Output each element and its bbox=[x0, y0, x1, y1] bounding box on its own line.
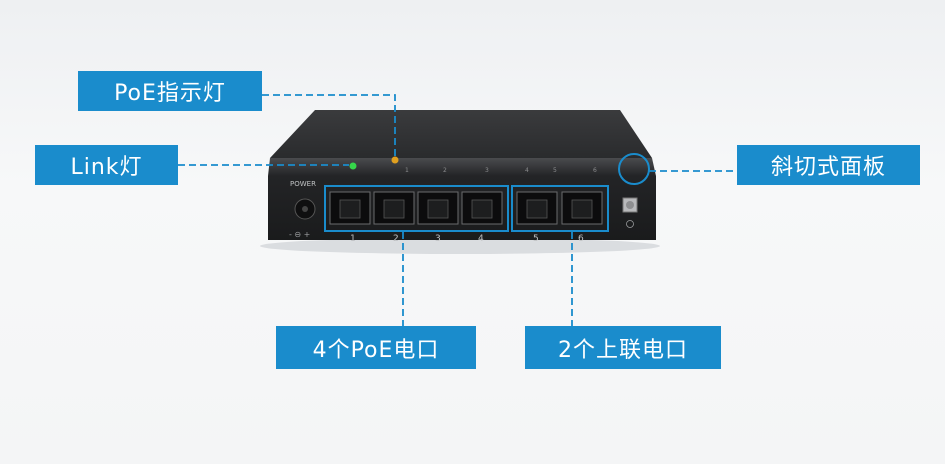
bevel-strip bbox=[268, 158, 656, 176]
power-label: POWER bbox=[290, 180, 316, 188]
callout-poe-ports: 4个PoE电口 bbox=[276, 326, 476, 369]
rj45-port-1[interactable] bbox=[329, 191, 371, 225]
uplink-ports bbox=[516, 191, 603, 225]
power-jack-pin bbox=[302, 206, 308, 212]
led-number-row: 1 2 3 4 5 6 bbox=[405, 167, 597, 174]
callout-uplink-ports: 2个上联电口 bbox=[525, 326, 721, 369]
poe-ports bbox=[329, 191, 503, 225]
port-number: 3 bbox=[435, 234, 441, 244]
led-number: 6 bbox=[593, 167, 597, 174]
bevel-highlight-circle bbox=[618, 153, 650, 185]
port-number: 1 bbox=[350, 234, 356, 244]
guide-poe-led bbox=[262, 94, 396, 156]
rj45-port-4[interactable] bbox=[461, 191, 503, 225]
port-number-row: 1 2 3 4 5 6 bbox=[350, 234, 584, 244]
port-number: 5 bbox=[533, 234, 539, 244]
power-polarity-icon: - ⊖ + bbox=[289, 230, 310, 239]
rj45-port-3[interactable] bbox=[417, 191, 459, 225]
rj45-port-6[interactable] bbox=[561, 191, 603, 225]
callout-poe-led: PoE指示灯 bbox=[78, 71, 262, 111]
callout-guide-lines bbox=[178, 94, 737, 326]
ground-icon bbox=[626, 220, 634, 228]
led-number: 3 bbox=[485, 167, 489, 174]
link-led bbox=[349, 162, 357, 170]
rj45-port-5[interactable] bbox=[516, 191, 558, 225]
rj45-port-2[interactable] bbox=[373, 191, 415, 225]
port-number: 2 bbox=[393, 234, 399, 244]
poe-led bbox=[391, 156, 399, 164]
callout-link-led: Link灯 bbox=[35, 145, 178, 185]
uplink-port-group-frame bbox=[511, 185, 609, 232]
poe-port-group-frame bbox=[324, 185, 509, 232]
led-number: 4 bbox=[525, 167, 529, 174]
callout-bevel-panel: 斜切式面板 bbox=[737, 145, 920, 185]
led-number: 1 bbox=[405, 167, 409, 174]
ground-screw-head bbox=[626, 201, 634, 209]
device-shadow bbox=[260, 238, 660, 254]
port-number: 4 bbox=[478, 234, 484, 244]
port-number: 6 bbox=[578, 234, 584, 244]
led-number: 2 bbox=[443, 167, 447, 174]
led-number: 5 bbox=[553, 167, 557, 174]
chassis-top bbox=[270, 110, 652, 158]
